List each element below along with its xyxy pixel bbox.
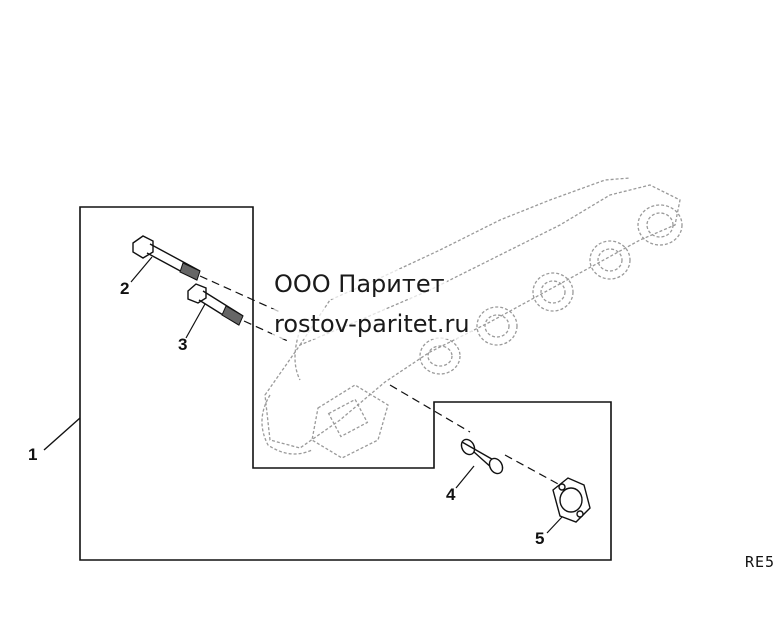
drawing-code: RE5 xyxy=(745,553,776,571)
callout-4: 4 xyxy=(446,485,456,504)
callout-5: 5 xyxy=(535,529,544,548)
leader-1 xyxy=(43,417,81,451)
callout-1: 1 xyxy=(28,445,37,464)
bolt-2 xyxy=(130,235,201,283)
assembly-frame xyxy=(79,206,612,561)
bolt-3 xyxy=(185,283,244,339)
axis-bolt-2 xyxy=(199,275,281,313)
watermark-url: rostov-paritet.ru xyxy=(272,309,472,339)
callout-2: 2 xyxy=(120,279,129,298)
gasket-5 xyxy=(546,477,591,534)
callout-3: 3 xyxy=(178,335,187,354)
axis-gasket xyxy=(504,454,561,486)
sleeve-4 xyxy=(455,438,504,489)
watermark-company: ООО Паритет xyxy=(272,269,447,299)
axis-sleeve xyxy=(389,384,471,433)
